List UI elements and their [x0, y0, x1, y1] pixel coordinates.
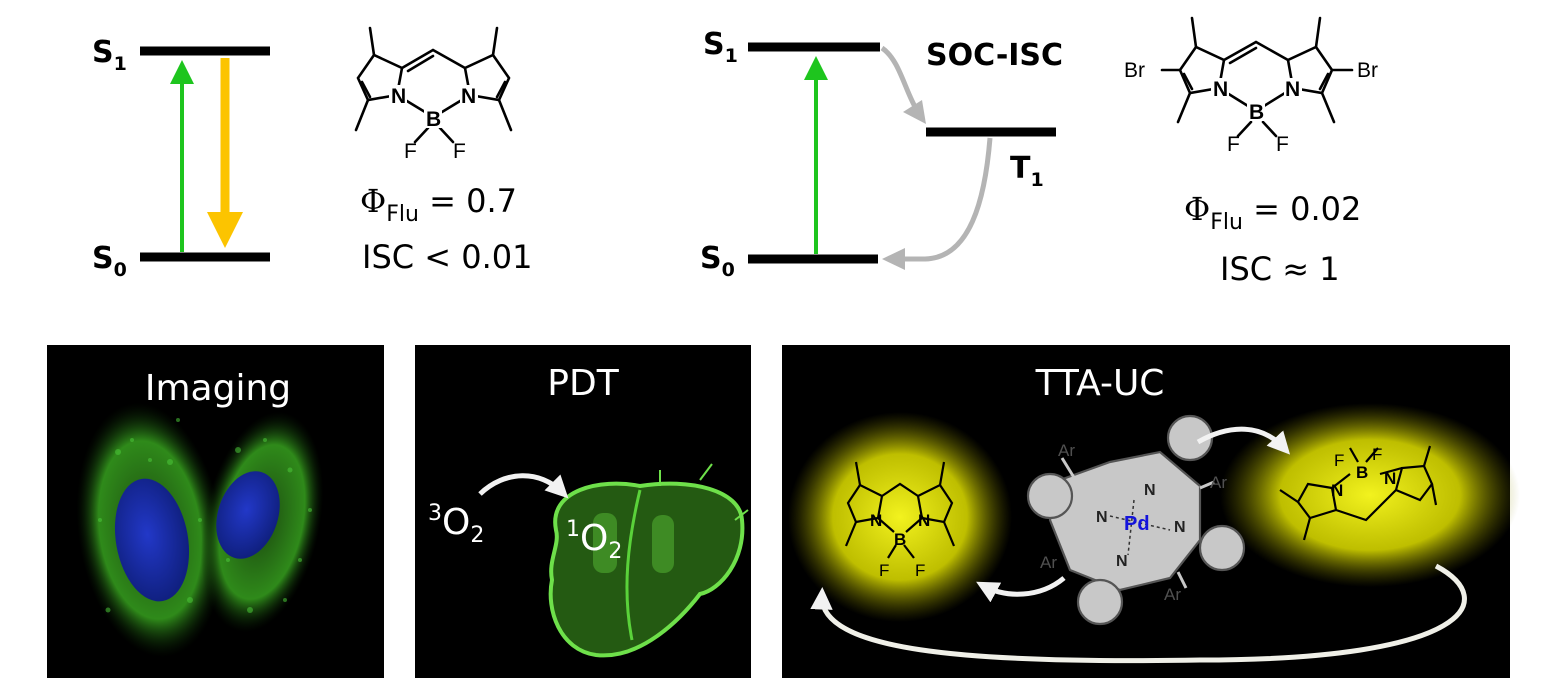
absorption-arrow: [170, 60, 194, 252]
isc-left: ISC < 0.01: [362, 238, 533, 276]
imaging-panel: Imaging: [47, 345, 384, 678]
pdt-arrow: [478, 473, 569, 499]
triplet-oxygen: 3O2: [428, 501, 484, 548]
absorption-arrow: [804, 56, 828, 254]
soc-isc-label: SOC-ISC: [926, 38, 1063, 73]
emission-arrow: [207, 58, 243, 248]
emission-glow: [788, 412, 1012, 622]
porphyrin-n: N: [1096, 509, 1108, 526]
benzo-ring: [1198, 524, 1246, 572]
atom-f: F: [1334, 451, 1344, 470]
porphyrin-n: N: [1174, 519, 1186, 536]
emission-glow: [1220, 403, 1520, 587]
atom-f: F: [1276, 133, 1289, 156]
benzo-ring: [1076, 578, 1124, 626]
atom-f: F: [1372, 445, 1382, 464]
tta-uc-title: TTA-UC: [1035, 363, 1165, 404]
pdt-title: PDT: [547, 363, 619, 404]
s1-label: S1: [92, 35, 127, 75]
s1-label: S1: [703, 27, 738, 67]
atom-f: F: [453, 140, 466, 163]
ar-label: Ar: [1040, 553, 1057, 572]
ar-label: Ar: [1058, 441, 1075, 460]
isc-right: ISC ≈ 1: [1220, 250, 1340, 288]
atom-f: F: [879, 561, 889, 580]
cell-image: [76, 402, 324, 658]
atom-b: B: [426, 108, 441, 131]
tta-uc-panel: TTA-UC N N B F F: [782, 345, 1520, 678]
atom-n: N: [391, 85, 406, 108]
energy-diagram-left: S1 S0: [92, 35, 270, 281]
annihilation-arrow: [810, 563, 1467, 664]
atom-n: N: [870, 511, 882, 530]
s0-label: S0: [92, 241, 127, 281]
atom-n: N: [1285, 78, 1300, 101]
pdt-panel: PDT 3O2 1O2: [415, 345, 751, 678]
bodipy-annihilator: [844, 461, 956, 559]
ar-label: Ar: [1164, 585, 1181, 604]
isc-arrow: [880, 45, 921, 114]
pd-porphyrin: [1026, 414, 1246, 626]
atom-n: N: [1384, 469, 1396, 488]
bodipy-left-atoms: N N B F F: [389, 85, 478, 163]
porphyrin-n: N: [1144, 482, 1156, 499]
tet-arrow: [1196, 426, 1291, 455]
pd-center: Pd: [1124, 513, 1150, 535]
atom-b: B: [1356, 463, 1368, 482]
s0-label: S0: [700, 241, 735, 281]
phi-flu-left: ΦFlu = 0.7: [360, 182, 517, 227]
atom-b: B: [894, 530, 906, 549]
benzo-ring: [1026, 472, 1074, 520]
atom-f: F: [915, 561, 925, 580]
phosphorescence-arrow: [905, 137, 993, 262]
atom-n: N: [1331, 481, 1343, 500]
phi-flu-right: ΦFlu = 0.02: [1184, 190, 1361, 235]
bodipy-structure-right: [1160, 16, 1354, 138]
benzo-ring: [1166, 414, 1214, 462]
atom-n: N: [1213, 78, 1228, 101]
bodipy-right-atoms: Br Br N N B F F: [1124, 59, 1378, 156]
t1-label: T1: [1010, 151, 1044, 191]
singlet-oxygen: 1O2: [566, 517, 622, 564]
atom-br: Br: [1357, 59, 1378, 82]
atom-b: B: [1249, 101, 1264, 124]
atom-f: F: [404, 140, 417, 163]
atom-n: N: [461, 85, 476, 108]
porphyrin-n: N: [1116, 553, 1128, 570]
atom-f: F: [1227, 133, 1240, 156]
nucleus: [114, 478, 190, 602]
ar-label: Ar: [1210, 473, 1227, 492]
tet-arrow: [976, 576, 1066, 603]
nucleus: [216, 471, 280, 559]
atom-br: Br: [1124, 59, 1145, 82]
imaging-title: Imaging: [145, 368, 291, 409]
cell-image: [548, 463, 749, 658]
atom-n: N: [918, 511, 930, 530]
energy-diagram-right: S1 S0 T1 SOC-ISC: [700, 27, 1063, 281]
bodipy-annihilator: [1279, 445, 1438, 541]
